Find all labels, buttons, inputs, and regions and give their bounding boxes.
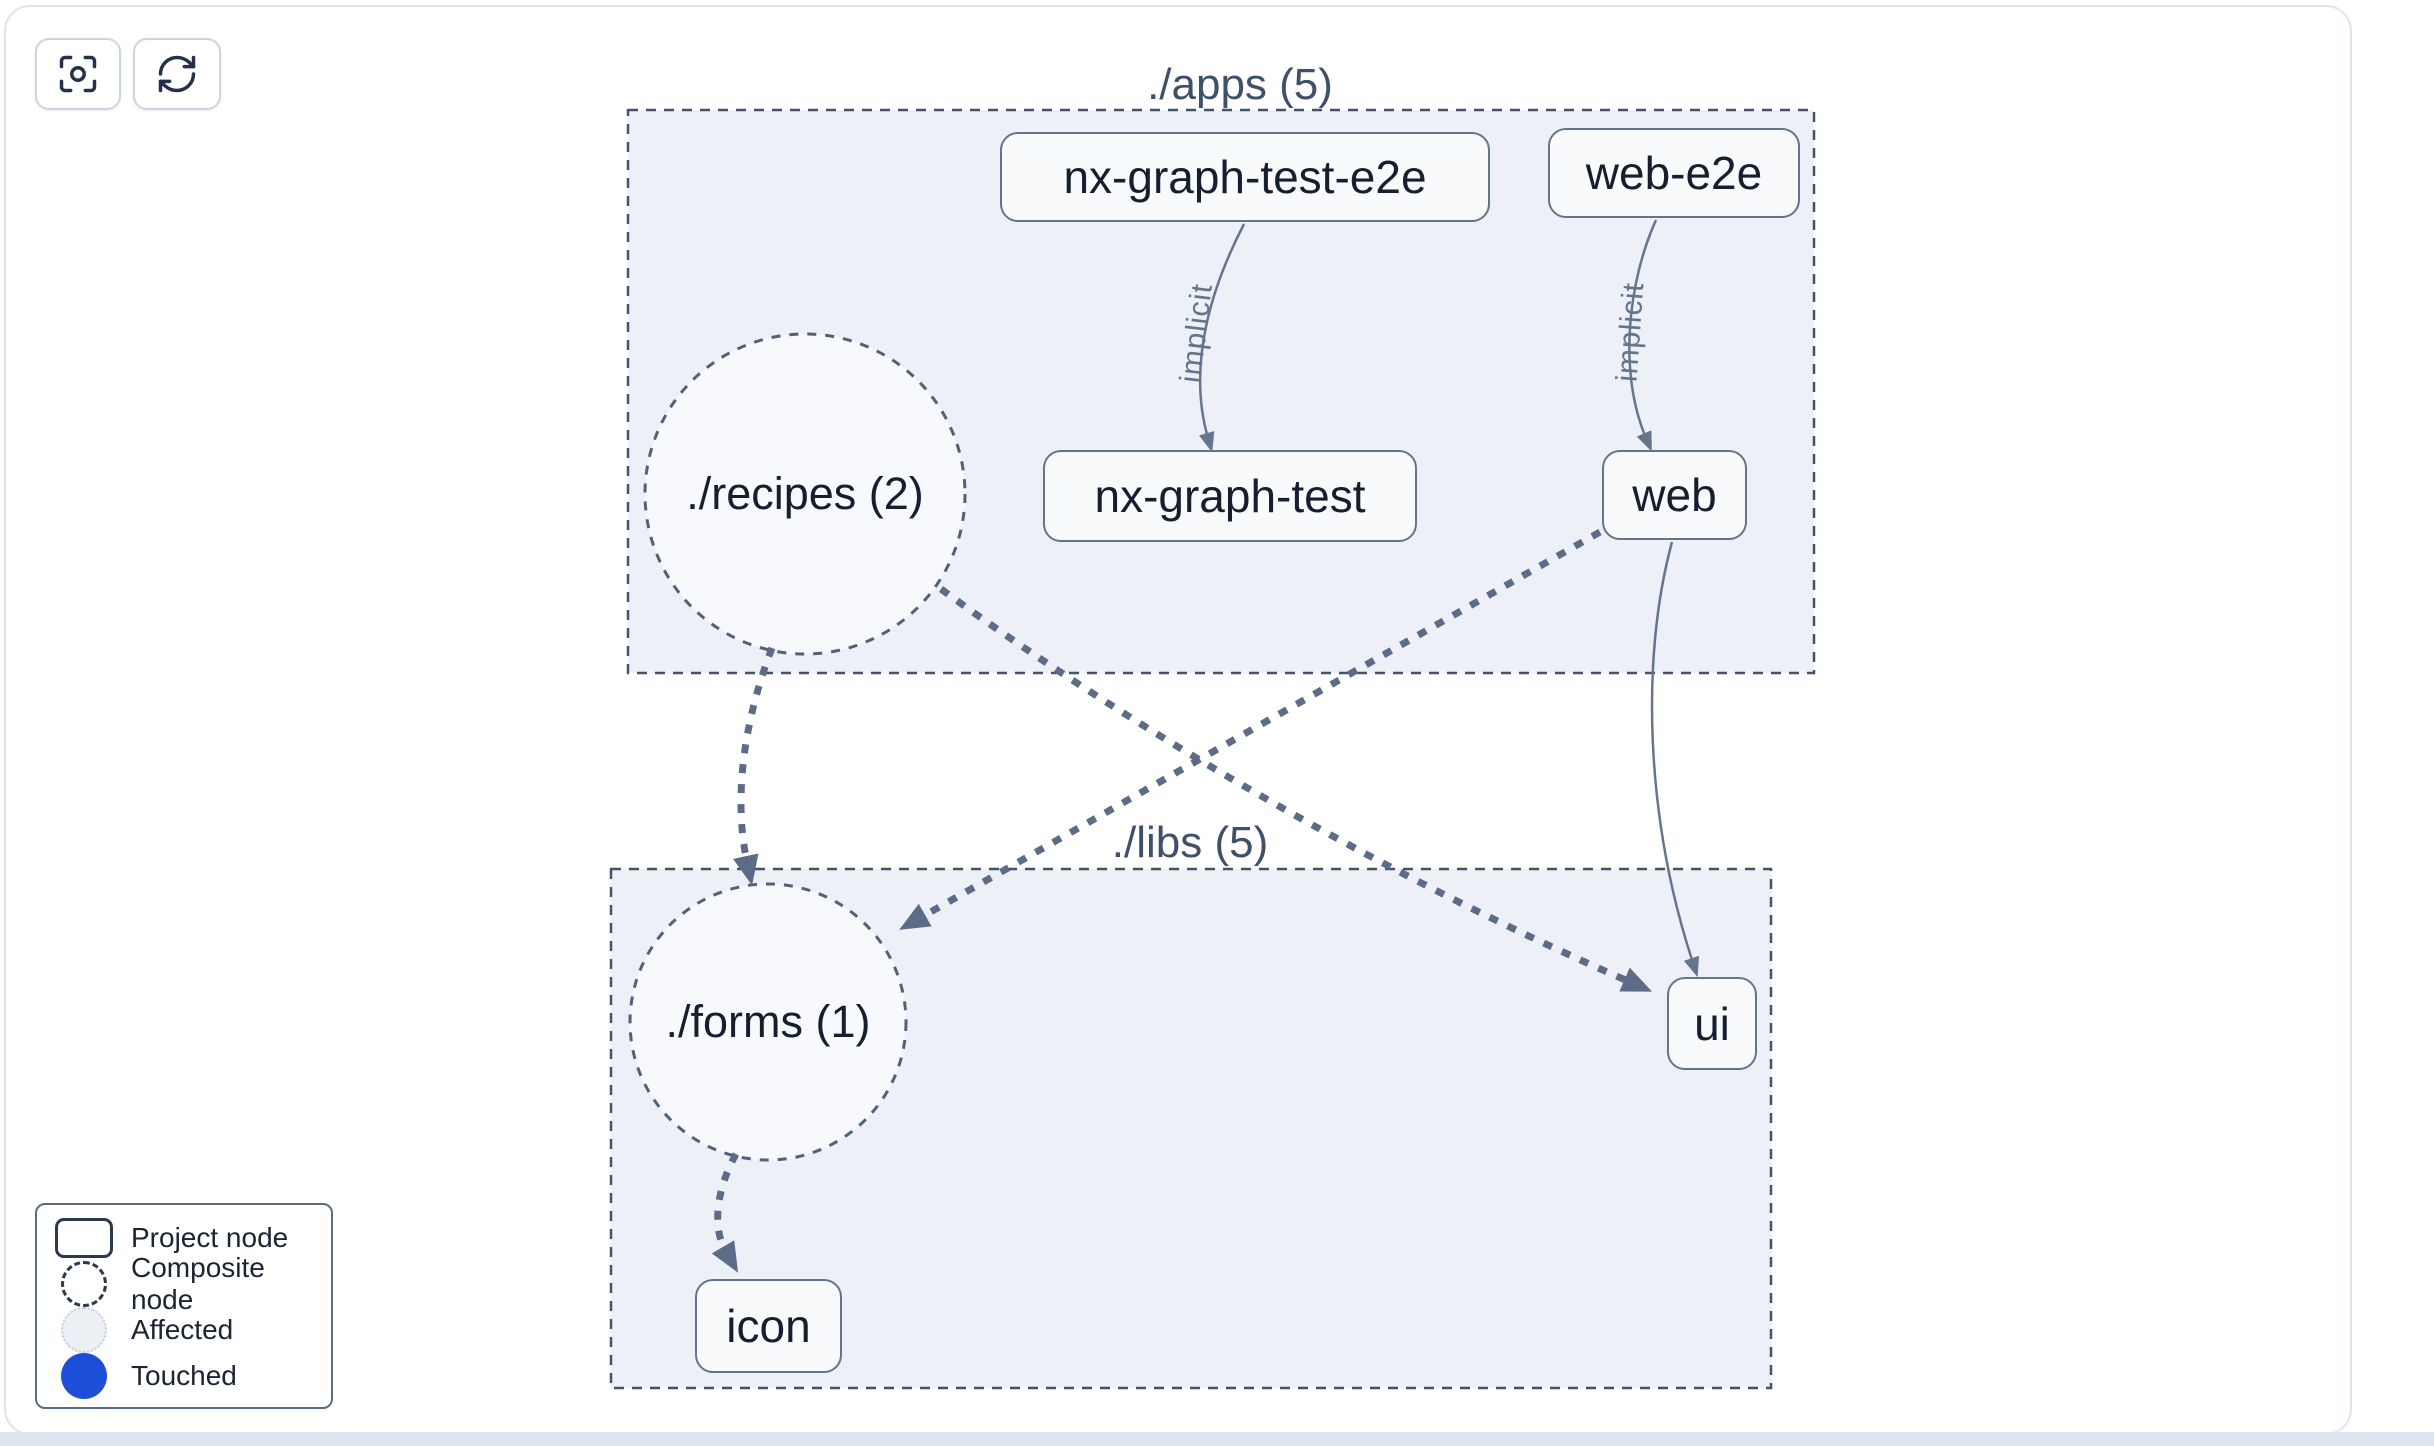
- affected-swatch: [61, 1307, 107, 1353]
- node-icon[interactable]: icon: [695, 1279, 842, 1373]
- focus-button[interactable]: [35, 38, 121, 110]
- group-title-libs: ./libs (5): [1111, 818, 1269, 867]
- node-nx-graph-test[interactable]: nx-graph-test: [1043, 450, 1417, 542]
- node-web[interactable]: web: [1602, 450, 1747, 540]
- composite-node-swatch: [61, 1261, 107, 1307]
- legend-label: Composite node: [131, 1252, 265, 1315]
- legend-item-affected: Affected: [37, 1307, 331, 1353]
- legend-item-touched: Touched: [37, 1353, 331, 1399]
- touched-swatch: [61, 1353, 107, 1399]
- bottom-strip: [0, 1432, 2434, 1446]
- refresh-button[interactable]: [133, 38, 221, 110]
- legend-label: Project node: [131, 1222, 289, 1253]
- focus-center-icon: [59, 55, 97, 93]
- project-node-swatch: [55, 1218, 113, 1258]
- legend-label: Affected: [131, 1314, 234, 1345]
- composite-node-forms-label[interactable]: ./forms (1): [665, 996, 871, 1047]
- legend-label: Touched: [131, 1360, 237, 1391]
- legend-item-project-node: Project node: [37, 1215, 331, 1261]
- node-web-e2e[interactable]: web-e2e: [1548, 128, 1800, 218]
- node-ui[interactable]: ui: [1667, 977, 1757, 1070]
- refresh-icon: [158, 55, 196, 93]
- legend: Project node Composite node Affected Tou…: [35, 1203, 333, 1409]
- composite-node-recipes-label[interactable]: ./recipes (2): [686, 468, 924, 519]
- node-nx-graph-test-e2e[interactable]: nx-graph-test-e2e: [1000, 132, 1490, 222]
- group-title-apps: ./apps (5): [1147, 60, 1333, 109]
- legend-item-composite-node: Composite node: [37, 1252, 331, 1315]
